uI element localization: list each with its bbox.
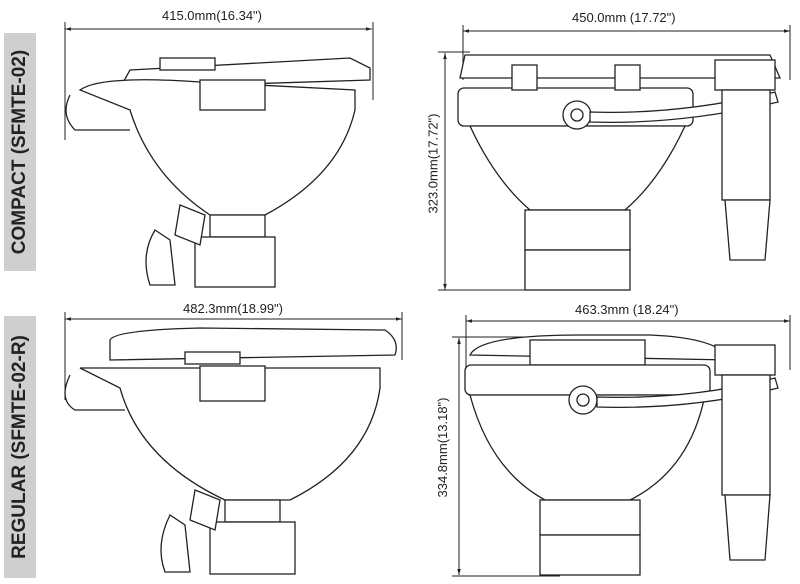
compact-front-width: 450.0mm (17.72") (572, 10, 676, 25)
regular-front-width: 463.3mm (18.24") (575, 302, 679, 317)
regular-model-label: REGULAR (SFMTE-02-R) (4, 316, 36, 578)
regular-front-view (464, 334, 779, 576)
compact-side-view (65, 57, 371, 288)
compact-side-width: 415.0mm(16.34") (162, 8, 262, 23)
regular-side-view (64, 327, 397, 575)
regular-side-width: 482.3mm(18.99") (183, 301, 283, 316)
compact-front-view (457, 54, 781, 291)
compact-model-label: COMPACT (SFMTE-02) (4, 33, 36, 271)
dimension-lines (64, 22, 791, 577)
